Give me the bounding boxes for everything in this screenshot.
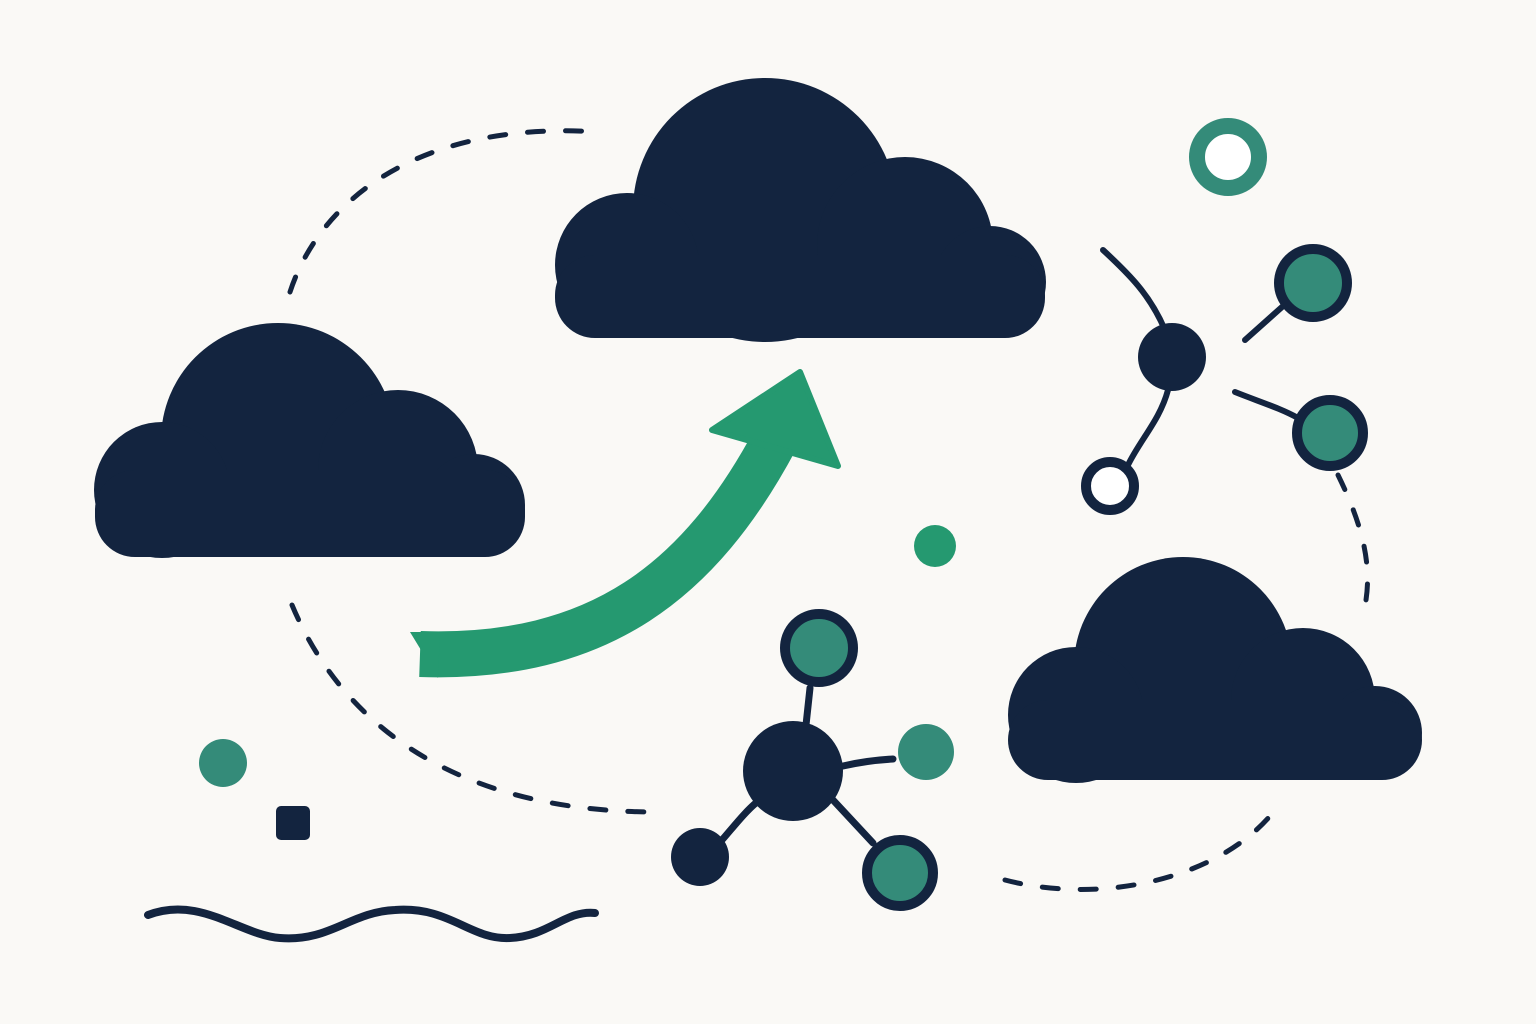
wave-line xyxy=(144,905,599,943)
molecule-icon xyxy=(671,609,954,911)
cloud-icon xyxy=(1008,557,1422,783)
network-node-icon xyxy=(1081,118,1368,515)
upward-arrow-icon xyxy=(410,369,841,678)
dashed-arc-bottom-right xyxy=(1002,807,1278,892)
dashed-arc-right xyxy=(1335,472,1371,603)
green-dot xyxy=(914,525,956,567)
dashed-arc-bottom-left xyxy=(289,602,653,815)
cloud-icon xyxy=(94,323,525,558)
teal-dot xyxy=(199,739,247,787)
dashed-orbits xyxy=(287,128,1371,892)
dashed-arc-top-left xyxy=(287,128,603,295)
cloud-icon xyxy=(555,78,1046,342)
navy-square xyxy=(276,806,310,840)
